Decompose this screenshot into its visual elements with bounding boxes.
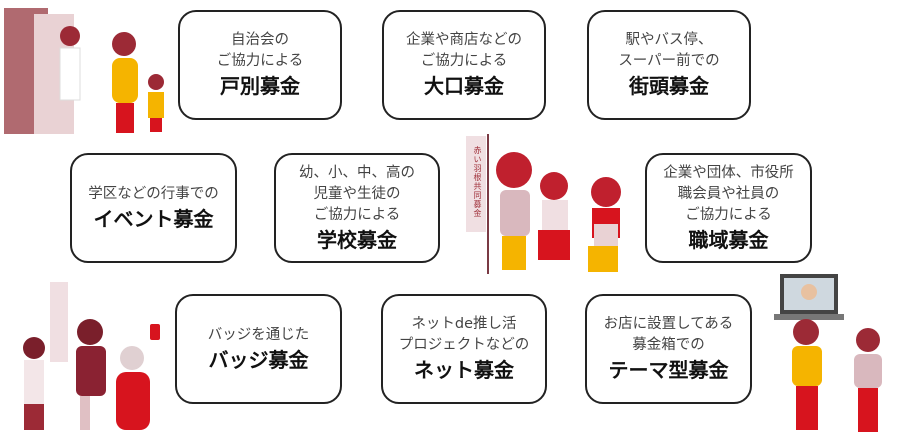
family-door-illustration [4,8,164,134]
box-description: 企業や商店などの [406,32,522,48]
box-description: 自治会の [231,32,289,48]
box-description: プロジェクトなどの [398,337,530,353]
children-banner-illustration [466,134,621,274]
box-door-to-door: 自治会の ご協力による 戸別募金 [178,10,342,120]
box-description: 職会員や社員の [677,185,780,202]
box-theme: お店に設置してある 募金箱での テーマ型募金 [585,294,752,404]
online-video-illustration [774,274,882,432]
badge-people-illustration [23,282,160,430]
box-description: ご協力による [216,53,304,69]
box-description: ご協力による [685,206,772,223]
box-description: お店に設置してある [603,316,734,332]
box-description: 企業や団体、市役所 [663,164,794,181]
box-description: ご協力による [420,53,508,69]
box-title: テーマ型募金 [608,358,729,382]
box-description: ご協力による [313,206,401,223]
box-title: 街頭募金 [629,74,709,98]
box-description: 募金箱での [632,337,705,353]
box-title: 戸別募金 [220,74,300,98]
box-description: バッジを通じた [207,326,310,343]
box-online: ネットde推し活 プロジェクトなどの ネット募金 [381,294,547,404]
box-event: 学区などの行事での イベント募金 [70,153,237,263]
box-description: ネットde推し活 [411,316,517,332]
box-description: 駅やバス停、 [625,32,713,48]
box-description: 幼、小、中、高の [299,164,415,181]
box-title: ネット募金 [414,358,514,382]
box-workplace: 企業や団体、市役所 職会員や社員の ご協力による 職域募金 [645,153,812,263]
box-description: スーパー前での [618,53,720,69]
box-title: 大口募金 [424,74,504,98]
box-description: 児童や生徒の [313,185,401,202]
box-street: 駅やバス停、 スーパー前での 街頭募金 [587,10,751,120]
banner-text: 赤い羽根共同募金 [473,146,482,218]
box-title: 学校募金 [317,227,397,252]
box-school: 幼、小、中、高の 児童や生徒の ご協力による 学校募金 [274,153,440,263]
box-description: 学区などの行事での [88,185,219,202]
box-title: 職域募金 [688,227,769,252]
box-large-donation: 企業や商店などの ご協力による 大口募金 [382,10,546,120]
box-badge: バッジを通じた バッジ募金 [175,294,342,404]
box-title: イベント募金 [93,206,214,231]
box-title: バッジ募金 [208,347,309,372]
